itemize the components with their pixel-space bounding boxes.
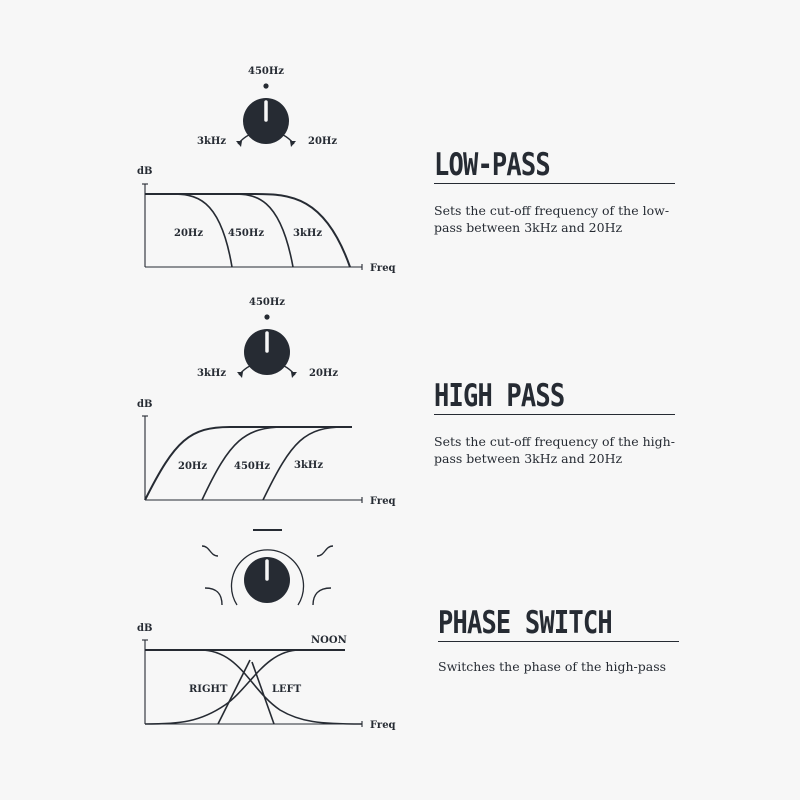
x-axis-label: Freq [370, 496, 396, 507]
curve-label-450hz: 450Hz [228, 228, 264, 239]
section-title: PHASE SWITCH [438, 605, 613, 641]
arrow-left-icon [237, 372, 243, 378]
curve-20hz [144, 426, 352, 501]
right-slope-line [217, 659, 251, 725]
low-pass-knob[interactable] [236, 83, 296, 147]
section-title: HIGH PASS [434, 378, 565, 414]
curve-right [144, 649, 345, 725]
knob-top-label: 450Hz [248, 66, 284, 77]
arrow-right-icon [290, 141, 296, 147]
knob-ring [230, 549, 305, 606]
title-rule [434, 414, 675, 415]
knob-right-label: 20Hz [308, 136, 337, 147]
high-pass-graph [142, 415, 363, 503]
section-description: Sets the cut-off frequency of the low-pa… [434, 203, 670, 235]
curve-label-3khz: 3kHz [293, 228, 322, 239]
left-slope-line [251, 661, 275, 725]
curve-left [145, 649, 363, 725]
curve-label-3khz: 3kHz [294, 460, 323, 471]
y-axis-label: dB [137, 623, 152, 634]
title-rule [434, 183, 675, 184]
curve-3khz [145, 193, 351, 268]
curve-450hz [231, 193, 294, 268]
knob-marker-dot [263, 83, 269, 89]
curve-label-left: LEFT [272, 684, 302, 695]
phase-wave-bottom-right [312, 587, 332, 606]
section-description: Switches the phase of the high-pass [438, 659, 667, 674]
phase-knob-icon[interactable] [201, 529, 334, 606]
arrow-left-icon [236, 141, 242, 147]
curve-label-20hz: 20Hz [174, 228, 203, 239]
phase-wave-top-left [201, 545, 219, 557]
noon-label: NOON [311, 635, 347, 646]
section-title: LOW-PASS [434, 147, 551, 183]
arrow-right-icon [291, 372, 297, 378]
x-axis-label: Freq [370, 720, 396, 731]
curve-label-450hz: 450Hz [234, 461, 270, 472]
curve-label-right: RIGHT [189, 684, 228, 695]
phase-wave-bottom-left [204, 587, 223, 606]
curve-label-20hz: 20Hz [178, 461, 207, 472]
x-axis-label: Freq [370, 263, 396, 274]
curve-450hz [201, 426, 286, 501]
y-axis-label: dB [137, 166, 152, 177]
curve-3khz [262, 426, 346, 501]
knob-left-label: 3kHz [197, 136, 226, 147]
section-description: Sets the cut-off frequency of the high-p… [434, 434, 675, 466]
high-pass-knob[interactable] [237, 314, 297, 378]
curve-20hz [169, 193, 233, 268]
knob-left-label: 3kHz [197, 368, 226, 379]
phase-graph [142, 639, 363, 727]
knob-top-label: 450Hz [249, 297, 285, 308]
low-pass-graph [142, 183, 363, 270]
knob-marker-dot [264, 314, 270, 320]
title-rule [438, 641, 679, 642]
phase-wave-top-right [316, 545, 334, 557]
y-axis-label: dB [137, 399, 152, 410]
knob-right-label: 20Hz [309, 368, 338, 379]
